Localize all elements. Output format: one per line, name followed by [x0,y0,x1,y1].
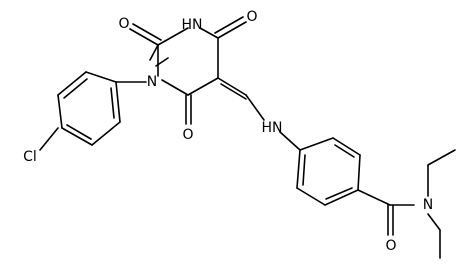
carbonyl-c4 [214,16,247,39]
atom-amide-oxygen: O [385,238,396,254]
atom-oxygen-c6: O [182,127,193,143]
carbonyl-c6 [185,94,192,125]
bond-c2-n3-main [157,27,189,46]
atom-oxygen-c2: O [118,16,129,32]
carbonyl-amide [387,204,394,236]
bond-aryl-amide-c [357,189,391,206]
ethyl-lower [427,213,441,259]
atom-ring-nh: HN [182,17,203,33]
atom-linker-nh: HN [262,120,283,136]
bond-n3-c4 [199,27,219,39]
bond-c6-n1 [161,79,189,96]
bond-c2-n3 [149,44,159,61]
atom-chlorine: Cl [23,149,37,165]
atom-amide-nitrogen: N [423,197,433,213]
atom-oxygen-c4: O [246,9,257,25]
chlorophenyl-ring [57,71,121,146]
bond-c5-c6 [187,77,219,96]
ethyl-upper [427,149,456,197]
bond-nh-aryl [279,131,301,151]
benzamide-ring [296,137,361,206]
carbonyl-c2 [129,23,162,46]
atom-ring-nitrogen: N [147,74,157,90]
bond-aryl-cl [39,127,59,151]
exocyclic-double-bond [217,77,265,121]
pyrimidine-ring [149,27,219,96]
